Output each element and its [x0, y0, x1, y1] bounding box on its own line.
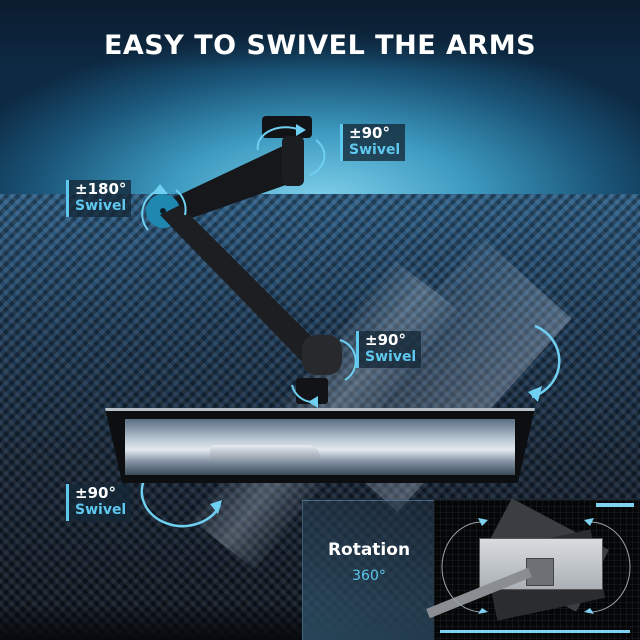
arrow-icon	[152, 184, 168, 194]
arm-joint-swivel-label: ±180° Swivel	[66, 180, 132, 217]
monitor-screen	[125, 419, 515, 475]
tilt-swivel-arc	[140, 477, 222, 528]
monitor-joint-swivel-arc	[339, 339, 357, 381]
arrow-icon	[210, 500, 222, 514]
accent-bar	[440, 630, 630, 633]
swivel-degrees: ±180°	[75, 180, 127, 198]
rotation-inset-image	[426, 498, 640, 640]
monitor	[105, 408, 535, 483]
lower-arm	[160, 205, 330, 370]
upper-arm	[158, 145, 300, 225]
race-car-wallpaper	[210, 445, 320, 461]
swivel-degrees: ±90°	[365, 331, 406, 349]
swivel-word: Swivel	[365, 349, 417, 365]
monitor-tilt-swivel-label: ±90° Swivel	[66, 484, 132, 521]
arrow-icon	[308, 396, 318, 408]
ceiling-swivel-arc	[256, 126, 301, 151]
rotation-arc	[531, 324, 561, 399]
headline: EASY TO SWIVEL THE ARMS	[103, 30, 537, 61]
vesa-plate	[526, 558, 554, 586]
arrow-icon	[528, 386, 542, 402]
swivel-degrees: ±90°	[349, 124, 390, 142]
rotation-callout: Rotation 360°	[302, 500, 436, 640]
swivel-word: Swivel	[75, 198, 127, 214]
rotation-value: 360°	[352, 568, 386, 584]
rotation-arrows-icon	[441, 518, 631, 614]
rotation-title: Rotation	[327, 540, 411, 560]
ceiling-vignette	[0, 0, 640, 70]
swivel-degrees: ±90°	[75, 484, 116, 502]
swivel-word: Swivel	[349, 142, 401, 158]
arrow-icon	[296, 124, 306, 136]
accent-bar	[596, 503, 634, 507]
swivel-word: Swivel	[75, 502, 127, 518]
ceiling-swivel-label: ±90° Swivel	[340, 124, 406, 161]
monitor-joint-swivel-label: ±90° Swivel	[356, 331, 422, 368]
